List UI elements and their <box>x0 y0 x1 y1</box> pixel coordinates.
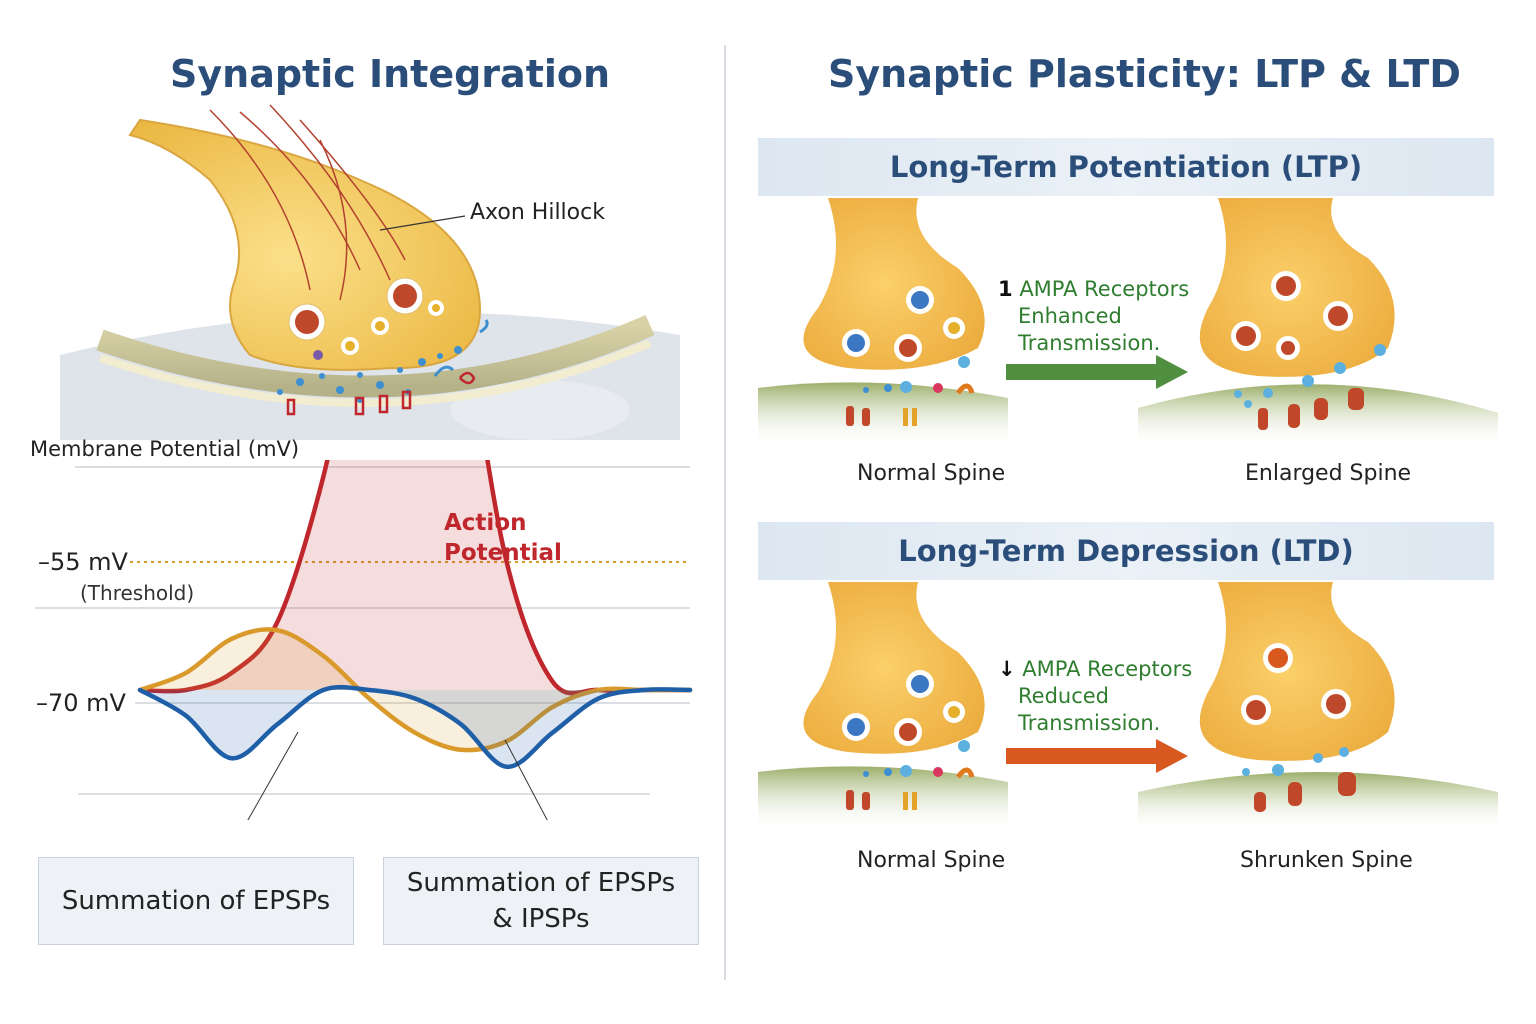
ltd-illustration <box>758 582 1498 832</box>
ltp-heading: Long-Term Potentiation (LTP) <box>889 150 1363 184</box>
summation-epsps-box: Summation of EPSPs <box>38 857 354 945</box>
ltd-description: ↓ AMPA Receptors Reduced Transmission. <box>998 656 1192 737</box>
summation-epsps-ipsps-box: Summation of EPSPs & IPSPs <box>383 857 699 945</box>
ltd-right-caption: Shrunken Spine <box>1240 848 1413 873</box>
ltd-down-arrow-icon: ↓ <box>998 657 1016 681</box>
ltd-line2: Reduced <box>1018 684 1110 708</box>
trace-line-2 <box>137 684 693 770</box>
ltp-description: 1 AMPA Receptors Enhanced Transmission. <box>998 276 1189 357</box>
left-title: Synaptic Integration <box>170 52 611 96</box>
ltd-line1: AMPA Receptors <box>1022 657 1193 681</box>
trace-fill-2 <box>140 687 690 767</box>
trace-fill-1 <box>140 629 690 751</box>
threshold-value: –55 mV <box>38 548 128 576</box>
ltd-arrow <box>1006 739 1188 773</box>
trace-fill-0 <box>140 460 690 694</box>
y-axis-label: Membrane Potential (mV) <box>30 437 300 461</box>
right-title: Synaptic Plasticity: LTP & LTD <box>828 52 1461 96</box>
ltp-arrow <box>1006 355 1188 389</box>
ltd-line3: Transmission. <box>1018 711 1161 735</box>
summation-epsps-ipsps-line2: & IPSPs <box>492 904 590 934</box>
ltp-heading-band: Long-Term Potentiation (LTP) <box>758 138 1494 196</box>
axon-hillock-label: Axon Hillock <box>470 200 605 225</box>
ltd-heading-band: Long-Term Depression (LTD) <box>758 522 1494 580</box>
summation-epsps-text: Summation of EPSPs <box>61 886 331 916</box>
resting-value: –70 mV <box>36 689 126 717</box>
ltp-right-caption: Enlarged Spine <box>1245 461 1412 486</box>
axon-hillock-illustration <box>60 104 680 440</box>
ltp-up-arrow-icon: 1 <box>998 277 1013 301</box>
ltp-line1: AMPA Receptors <box>1019 277 1190 301</box>
trace-line-0 <box>137 460 693 696</box>
ltp-line3: Transmission. <box>1018 331 1161 355</box>
ltd-left-caption: Normal Spine <box>857 848 1006 873</box>
panel-divider <box>724 45 726 980</box>
action-potential-label: Action Potential <box>444 510 562 566</box>
ltd-heading: Long-Term Depression (LTD) <box>898 534 1354 568</box>
leader-line-2 <box>504 739 548 820</box>
ltp-illustration <box>758 198 1498 448</box>
membrane-potential-chart <box>35 460 693 820</box>
threshold-note: (Threshold) <box>80 581 195 605</box>
ltp-line2: Enhanced <box>1018 304 1122 328</box>
summation-epsps-ipsps-line1: Summation of EPSPs <box>406 868 676 898</box>
ltp-left-caption: Normal Spine <box>857 461 1006 486</box>
trace-line-1 <box>137 627 693 753</box>
